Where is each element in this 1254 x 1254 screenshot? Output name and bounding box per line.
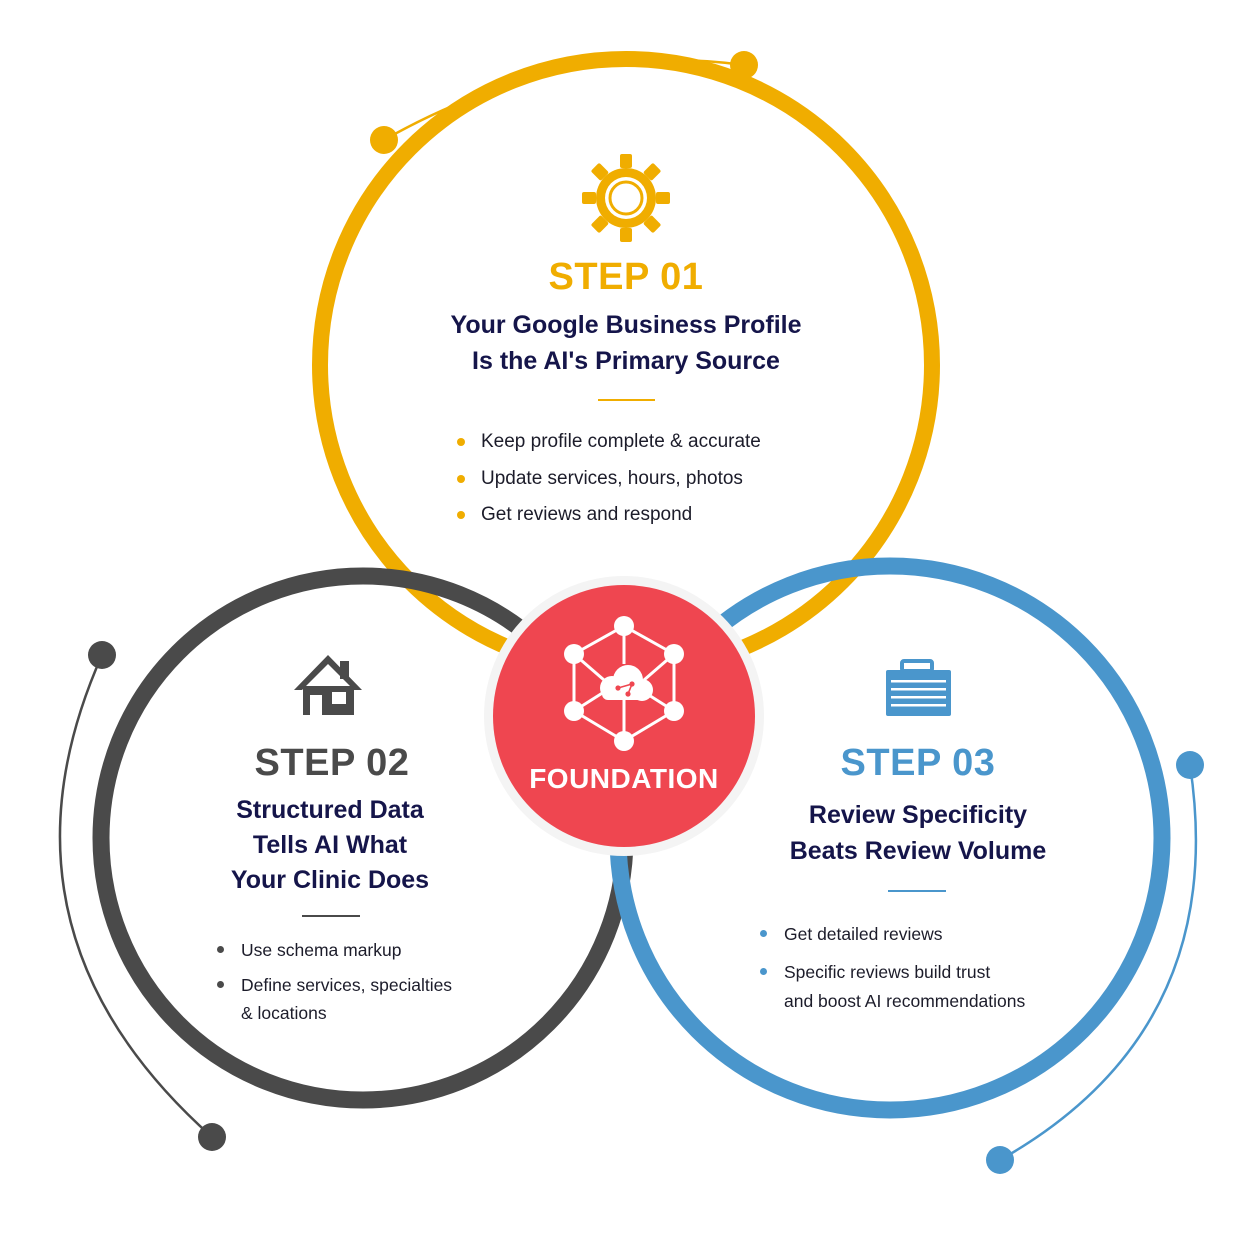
list-item: Update services, hours, photos (457, 461, 837, 498)
step1-circle-fill (326, 65, 926, 665)
step1-divider (598, 399, 655, 401)
list-item-text: Use schema markup (241, 940, 402, 960)
step3-divider (888, 890, 946, 892)
step3-bullet-list: Get detailed reviews Specific reviews bu… (760, 920, 1090, 1016)
step2-title-line: Structured Data (236, 796, 424, 824)
step1-decor-arc (370, 51, 758, 154)
bullet-dot (457, 474, 465, 483)
bullet-dot (457, 438, 465, 446)
network-cloud-icon (564, 616, 684, 751)
list-item: Get reviews and respond (457, 497, 837, 534)
step1-title: Your Google Business Profile Is the AI's… (396, 307, 856, 379)
step3-title-line: Beats Review Volume (789, 837, 1047, 865)
step1-bullet-list: Keep profile complete & accurate Update … (457, 424, 837, 534)
step3-decor-arc (986, 751, 1204, 1174)
briefcase-icon (886, 659, 951, 716)
list-item-text: Specific reviews build trust (784, 962, 991, 982)
list-item-text: Get detailed reviews (784, 924, 943, 944)
list-item: Specific reviews build trust and boost A… (760, 958, 1090, 1016)
step2-divider (302, 915, 360, 917)
list-item: Get detailed reviews (760, 920, 1090, 949)
bullet-dot (760, 968, 767, 975)
bullet-dot (217, 981, 224, 988)
step3-label: STEP 03 (840, 742, 996, 784)
step3-title: Review Specificity Beats Review Volume (738, 797, 1098, 869)
foundation-label: FOUNDATION (529, 763, 719, 794)
list-item-text: Get reviews and respond (481, 504, 693, 525)
step2-label: STEP 02 (254, 742, 410, 784)
list-item-text: Keep profile complete & accurate (481, 431, 761, 452)
step2-decor-arc (58, 641, 226, 1151)
gear-icon (582, 154, 670, 242)
step2-title: Structured Data Tells AI What Your Clini… (180, 793, 480, 898)
bullet-dot (760, 930, 767, 937)
list-item-text: Update services, hours, photos (481, 467, 743, 489)
list-item-text: Define services, specialties (241, 975, 453, 995)
list-item-text: & locations (241, 1003, 327, 1023)
list-item: Use schema markup (217, 936, 517, 964)
step1-title-line: Your Google Business Profile (450, 311, 802, 339)
list-item-text: and boost AI recommendations (784, 991, 1026, 1011)
house-icon (294, 655, 362, 715)
step2-title-line: Tells AI What (252, 831, 408, 859)
bullet-dot (457, 511, 465, 519)
bullet-dot (217, 946, 224, 953)
step2-title-line: Your Clinic Does (230, 866, 430, 894)
step3-title-line: Review Specificity (808, 801, 1028, 829)
step2-bullet-list: Use schema markup Define services, speci… (217, 936, 517, 1027)
list-item: Define services, specialties & locations (217, 971, 517, 1027)
step1-title-line: Is the AI's Primary Source (472, 347, 780, 375)
list-item: Keep profile complete & accurate (457, 424, 837, 461)
step1-label: STEP 01 (548, 256, 704, 298)
